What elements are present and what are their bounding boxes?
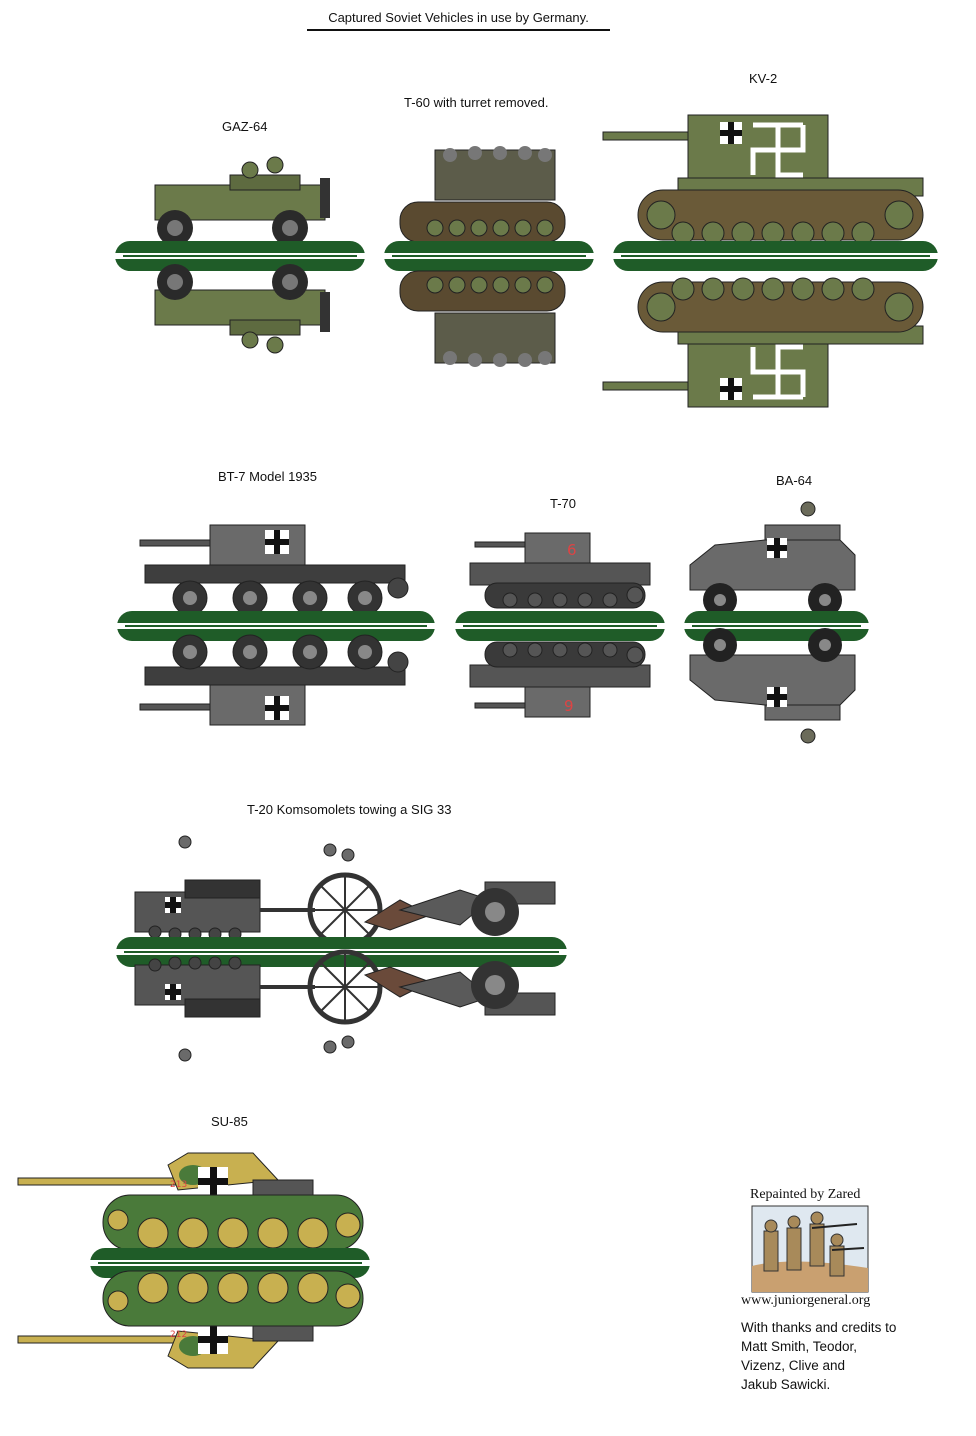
thanks-line-3: Vizenz, Clive and bbox=[741, 1358, 846, 1373]
thanks-line-1: With thanks and credits to bbox=[741, 1320, 897, 1335]
balkenkreuz-icon bbox=[165, 897, 181, 913]
thanks-line-2: Matt Smith, Teodor, bbox=[741, 1339, 858, 1354]
label-gaz64: GAZ-64 bbox=[222, 119, 268, 134]
label-t70: T-70 bbox=[550, 496, 577, 511]
su85-sprite: 213 bbox=[17, 1152, 364, 1251]
base-t70 bbox=[455, 611, 665, 641]
hull-number: 213 bbox=[170, 1180, 187, 1190]
base-t60 bbox=[384, 241, 594, 271]
balkenkreuz-icon bbox=[720, 122, 742, 144]
label-kv2: KV-2 bbox=[749, 71, 778, 86]
balkenkreuz-icon bbox=[265, 530, 289, 554]
su85-sprite-mirror bbox=[17, 1270, 364, 1369]
ba64-sprite bbox=[689, 501, 856, 617]
hull-number-mirror: 212 bbox=[170, 1330, 188, 1340]
base-kv2 bbox=[613, 241, 938, 271]
gaz64-sprite-mirror bbox=[154, 264, 330, 354]
balkenkreuz-icon bbox=[198, 1167, 228, 1197]
site-link[interactable]: www.juniorgeneral.org bbox=[741, 1293, 871, 1308]
t60-sprite bbox=[399, 146, 566, 243]
label-su85: SU-85 bbox=[211, 1114, 248, 1129]
thanks-line-4: Jakub Sawicki. bbox=[741, 1377, 831, 1392]
turret-number-mirror: 9 bbox=[564, 697, 574, 715]
gaz64-sprite bbox=[154, 156, 330, 246]
t60-sprite-mirror bbox=[399, 270, 566, 367]
bt7-sprite-mirror bbox=[139, 634, 409, 726]
t20-sig33-sprite bbox=[134, 835, 556, 948]
bt7-sprite bbox=[139, 524, 409, 616]
t70-sprite-mirror bbox=[469, 641, 651, 718]
balkenkreuz-icon bbox=[767, 538, 787, 558]
label-t60: T-60 with turret removed. bbox=[404, 95, 549, 110]
t20-sig33-sprite-mirror bbox=[134, 949, 556, 1062]
junior-general-logo bbox=[751, 1205, 869, 1293]
label-ba64: BA-64 bbox=[776, 473, 813, 488]
label-t20: T-20 Komsomolets towing a SIG 33 bbox=[247, 802, 452, 817]
turret-number: 6 bbox=[567, 541, 577, 559]
t70-sprite: 6 bbox=[469, 532, 651, 609]
repainted-by: Repainted by Zared bbox=[750, 1187, 861, 1202]
swastika-icon bbox=[750, 122, 806, 178]
page-title: Captured Soviet Vehicles in use by Germa… bbox=[307, 10, 610, 31]
label-bt7: BT-7 Model 1935 bbox=[218, 469, 318, 484]
kv2-sprite bbox=[602, 114, 924, 245]
ba64-sprite-mirror bbox=[689, 628, 856, 744]
kv2-sprite-mirror bbox=[602, 277, 924, 408]
